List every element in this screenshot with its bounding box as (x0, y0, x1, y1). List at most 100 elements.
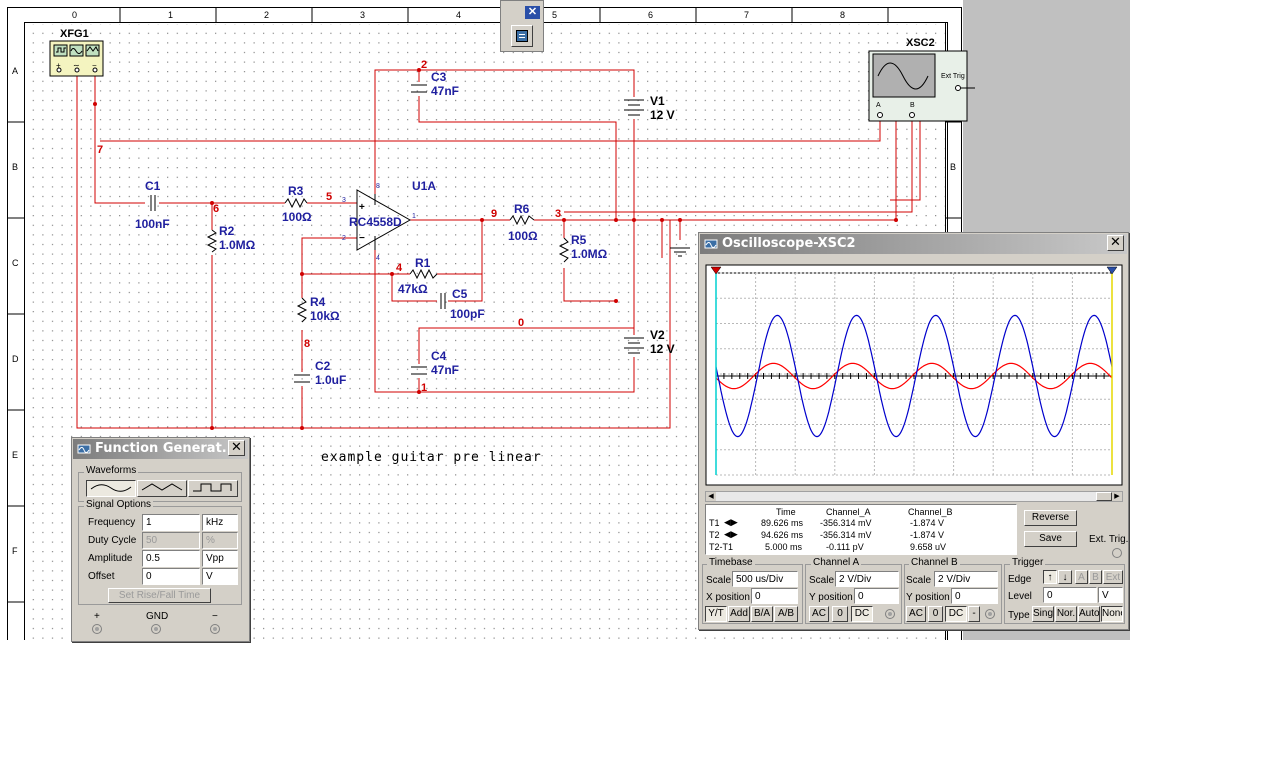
duty-cycle-input: 50 (142, 532, 200, 549)
timebase-scale-input[interactable]: 500 us/Div (732, 571, 798, 587)
trigger-type-auto-button[interactable]: Auto (1078, 606, 1100, 622)
oscilloscope-titlebar[interactable]: Oscilloscope-XSC2 (700, 234, 1127, 254)
u1a-pin3: 3 (342, 197, 346, 204)
trigger-level-input[interactable]: 0 (1043, 587, 1097, 603)
ext-trig-label: Ext. Trig. (1089, 534, 1129, 545)
trigger-rising-edge-button[interactable]: ↑ (1043, 570, 1057, 584)
t2-arrows-button[interactable]: ◀▶ (724, 529, 738, 539)
net-8: 8 (304, 338, 310, 350)
readout-t2-label: T2 (709, 530, 720, 540)
net-6: 6 (213, 203, 219, 215)
channel-b-trace (715, 314, 1113, 438)
ruler-top-3: 3 (360, 10, 365, 20)
amplitude-unit[interactable]: Vpp (202, 550, 238, 567)
channel-a-zero-button[interactable]: 0 (832, 606, 848, 622)
ruler-top-7: 7 (744, 10, 749, 20)
v2-name: V2 (650, 328, 665, 342)
xsc2-label: XSC2 (906, 37, 935, 49)
frequency-input[interactable]: 1 (142, 514, 200, 531)
trigger-type-single-button[interactable]: Sing. (1032, 606, 1054, 622)
offset-input[interactable]: 0 (142, 568, 200, 585)
waveform-sine-button[interactable] (86, 480, 136, 497)
channel-b-zero-button[interactable]: 0 (928, 606, 943, 622)
c2-name: C2 (315, 359, 331, 373)
amplitude-input[interactable]: 0.5 (142, 550, 200, 567)
mode-ab-button[interactable]: A/B (774, 606, 798, 622)
cursor-t2-marker[interactable] (1106, 266, 1118, 275)
signal-options-group (78, 506, 242, 605)
channel-b-ac-button[interactable]: AC (906, 606, 926, 622)
net-1: 1 (421, 382, 427, 394)
offset-label: Offset (88, 571, 115, 582)
terminal-gnd-connector[interactable] (151, 624, 161, 634)
channel-a-scale-input[interactable]: 2 V/Div (835, 571, 899, 587)
scroll-left-arrow[interactable]: ◀ (706, 492, 716, 501)
channel-a-ypos-input[interactable]: 0 (854, 588, 899, 604)
offset-unit[interactable]: V (202, 568, 238, 585)
net-4: 4 (396, 262, 403, 274)
channel-a-dc-button[interactable]: DC (851, 606, 873, 622)
svg-text:∼: ∼ (73, 61, 80, 70)
trigger-edge-label: Edge (1008, 574, 1032, 585)
c3-name: C3 (431, 70, 447, 84)
ruler-top-8: 8 (840, 10, 845, 20)
schematic-note[interactable]: example guitar pre linear (321, 450, 542, 465)
terminal-plus-connector[interactable] (92, 624, 102, 634)
close-icon: ✕ (1110, 235, 1121, 250)
r3-value: 100Ω (282, 210, 312, 224)
oscilloscope-close-button[interactable]: ✕ (1107, 235, 1124, 251)
toolbar-close-button[interactable]: ✕ (525, 6, 540, 19)
trigger-falling-edge-button[interactable]: ↓ (1058, 570, 1072, 584)
channel-a-connector[interactable] (885, 609, 895, 619)
square-wave-icon (193, 483, 232, 492)
set-rise-fall-button: Set Rise/Fall Time (108, 588, 211, 603)
oscilloscope-title: Oscilloscope-XSC2 (722, 236, 856, 251)
mode-yt-button[interactable]: Y/T (705, 606, 727, 622)
channel-b-minus-button[interactable]: - (968, 606, 980, 622)
reverse-button[interactable]: Reverse (1024, 510, 1077, 526)
scroll-right-arrow[interactable]: ▶ (1112, 492, 1122, 501)
cursor-t1-marker[interactable] (710, 266, 722, 275)
scroll-thumb[interactable] (1096, 492, 1112, 501)
mode-ba-button[interactable]: B/A (751, 606, 773, 622)
net-2: 2 (421, 59, 427, 71)
oscilloscope-symbol[interactable] (868, 50, 975, 122)
channel-b-connector[interactable] (985, 609, 995, 619)
duty-cycle-label: Duty Cycle (88, 535, 137, 546)
function-generator-titlebar[interactable]: Function Generat... (73, 439, 248, 459)
waveform-triangle-button[interactable] (137, 480, 187, 497)
trigger-type-none-button[interactable]: None (1101, 606, 1123, 622)
function-generator-symbol[interactable]: +∼− (49, 40, 104, 77)
net-0: 0 (518, 317, 524, 329)
svg-text:−: − (359, 233, 365, 244)
frequency-unit[interactable]: kHz (202, 514, 238, 531)
mode-add-button[interactable]: Add (728, 606, 750, 622)
timebase-xpos-input[interactable]: 0 (751, 588, 798, 604)
v1-name: V1 (650, 94, 665, 108)
trigger-level-unit[interactable]: V (1098, 587, 1123, 603)
channel-b-ypos-input[interactable]: 0 (951, 588, 998, 604)
channel-b-dc-button[interactable]: DC (945, 606, 967, 622)
channel-b-ypos-label: Y position (906, 592, 950, 603)
ext-trig-connector[interactable] (1112, 548, 1122, 558)
save-button[interactable]: Save (1024, 531, 1077, 547)
v1-value: 12 V (650, 108, 675, 122)
scope-scrollbar[interactable]: ◀ ▶ (705, 491, 1123, 502)
terminal-gnd-label: GND (146, 611, 169, 622)
terminal-minus-connector[interactable] (210, 624, 220, 634)
t1-arrows-button[interactable]: ◀▶ (724, 517, 738, 527)
function-generator-window: Function Generat... ✕ Waveforms Signal O… (71, 437, 250, 642)
function-generator-close-button[interactable]: ✕ (228, 440, 245, 456)
net-5: 5 (326, 191, 332, 203)
readout-t1-time: 89.626 ms (761, 518, 804, 528)
instrument-view-button[interactable] (511, 25, 533, 47)
instrument-view-icon (516, 30, 528, 42)
trigger-type-normal-button[interactable]: Nor. (1055, 606, 1077, 622)
channel-b-scale-input[interactable]: 2 V/Div (934, 571, 998, 587)
duty-cycle-unit: % (202, 532, 238, 549)
waveform-square-button[interactable] (188, 480, 238, 497)
channel-a-ac-button[interactable]: AC (809, 606, 829, 622)
r4-name: R4 (310, 295, 326, 309)
readout-delta-channel-b: 9.658 uV (910, 542, 947, 552)
scope-screen[interactable] (705, 261, 1123, 489)
